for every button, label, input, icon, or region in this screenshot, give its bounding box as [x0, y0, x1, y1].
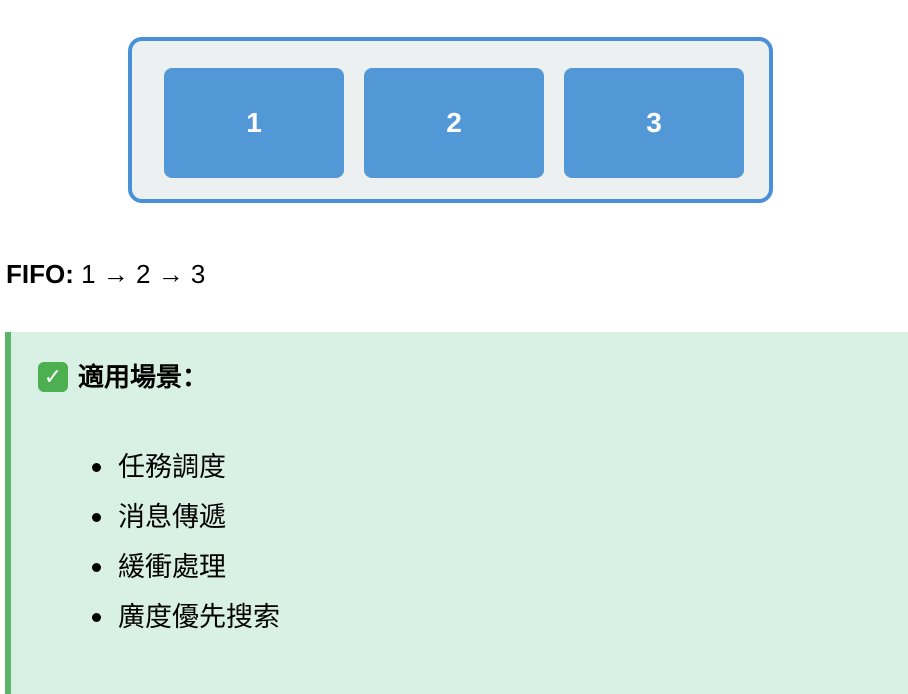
list-item-label: 緩衝處理 — [118, 552, 226, 582]
list-item-label: 廣度優先搜索 — [118, 602, 280, 632]
list-item-label: 任務調度 — [118, 452, 226, 482]
bullet-icon — [92, 463, 101, 472]
list-item: 緩衝處理 — [86, 542, 280, 592]
bullet-icon — [92, 563, 101, 572]
queue-item: 1 — [164, 68, 344, 178]
fifo-sequence: 1 → 2 → 3 — [81, 259, 206, 289]
check-mark-icon: ✓ — [38, 362, 68, 392]
usecase-title: 適用場景： — [78, 362, 209, 392]
usecase-panel: ✓ 適用場景： 任務調度 消息傳遞 緩衝處理 廣度優先搜索 — [5, 332, 908, 694]
usecase-header: ✓ 適用場景： — [38, 360, 208, 394]
list-item: 消息傳遞 — [86, 492, 280, 542]
usecase-list: 任務調度 消息傳遞 緩衝處理 廣度優先搜索 — [86, 442, 280, 642]
fifo-description: FIFO: 1 → 2 → 3 — [6, 258, 205, 290]
list-item: 廣度優先搜索 — [86, 592, 280, 642]
bullet-icon — [92, 513, 101, 522]
queue-item: 3 — [564, 68, 744, 178]
list-item: 任務調度 — [86, 442, 280, 492]
queue-item: 2 — [364, 68, 544, 178]
list-item-label: 消息傳遞 — [118, 502, 226, 532]
queue-container: 1 2 3 — [128, 37, 773, 203]
fifo-label: FIFO: — [6, 259, 74, 289]
bullet-icon — [92, 613, 101, 622]
